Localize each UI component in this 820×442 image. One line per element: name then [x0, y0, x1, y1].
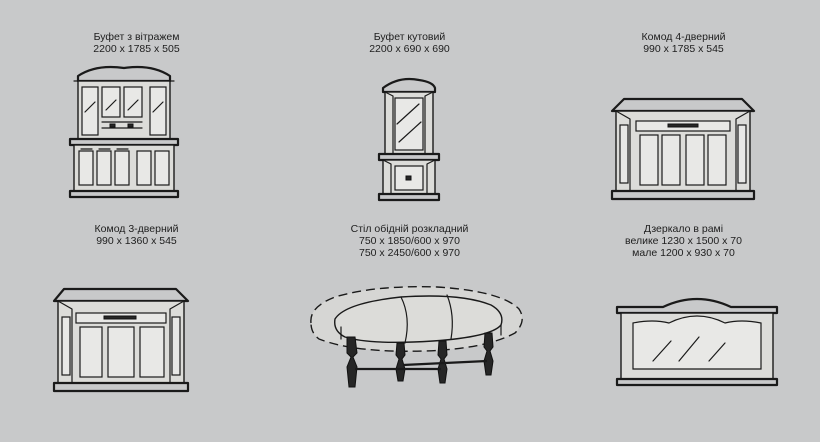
item-title: Комод 4-дверний: [641, 31, 726, 43]
item-title: Стіл обідній розкладний: [350, 223, 469, 235]
item-dimensions: 2200 x 1785 x 505: [93, 43, 180, 55]
item-dimensions-small: мале 1200 x 930 x 70: [632, 247, 735, 259]
caption: Комод 3-дверний 990 x 1360 x 545: [0, 223, 273, 247]
dining-table-drawing: [305, 283, 527, 395]
item-dresser-4-door: Комод 4-дверний 990 x 1785 x 545: [547, 0, 820, 221]
item-dimensions: 750 x 1850/600 x 970: [358, 235, 460, 247]
item-dimensions: 2200 x 690 x 690: [369, 43, 450, 55]
framed-mirror-drawing: [613, 297, 781, 387]
buffet-stained-glass-drawing: [66, 62, 182, 200]
item-buffet-corner: Буфет кутовий 2200 x 690 x 690: [273, 0, 546, 221]
item-dimensions-extended: 750 x 2450/600 x 970: [358, 247, 460, 259]
caption: Буфет кутовий 2200 x 690 x 690: [273, 31, 546, 55]
item-dimensions-large: велике 1230 x 1500 x 70: [625, 235, 742, 247]
dresser-3-door-drawing: [52, 287, 190, 393]
caption: Дзеркало в рамі велике 1230 x 1500 x 70 …: [547, 223, 820, 259]
item-dimensions: 990 x 1785 x 545: [643, 43, 724, 55]
item-framed-mirror: Дзеркало в рамі велике 1230 x 1500 x 70 …: [547, 221, 820, 442]
dresser-4-door-drawing: [610, 95, 756, 203]
item-title: Буфет з вітражем: [93, 31, 180, 43]
caption: Стіл обідній розкладний 750 x 1850/600 x…: [273, 223, 546, 259]
item-dining-table-extendable: Стіл обідній розкладний 750 x 1850/600 x…: [273, 221, 546, 442]
item-title: Комод 3-дверний: [94, 223, 179, 235]
item-buffet-stained-glass: Буфет з вітражем 2200 x 1785 x 505: [0, 0, 273, 221]
item-title: Дзеркало в рамі: [643, 223, 724, 235]
buffet-corner-drawing: [377, 76, 441, 202]
item-dimensions: 990 x 1360 x 545: [96, 235, 177, 247]
caption: Буфет з вітражем 2200 x 1785 x 505: [0, 31, 273, 55]
caption: Комод 4-дверний 990 x 1785 x 545: [547, 31, 820, 55]
item-title: Буфет кутовий: [373, 31, 446, 43]
item-dresser-3-door: Комод 3-дверний 990 x 1360 x 545: [0, 221, 273, 442]
